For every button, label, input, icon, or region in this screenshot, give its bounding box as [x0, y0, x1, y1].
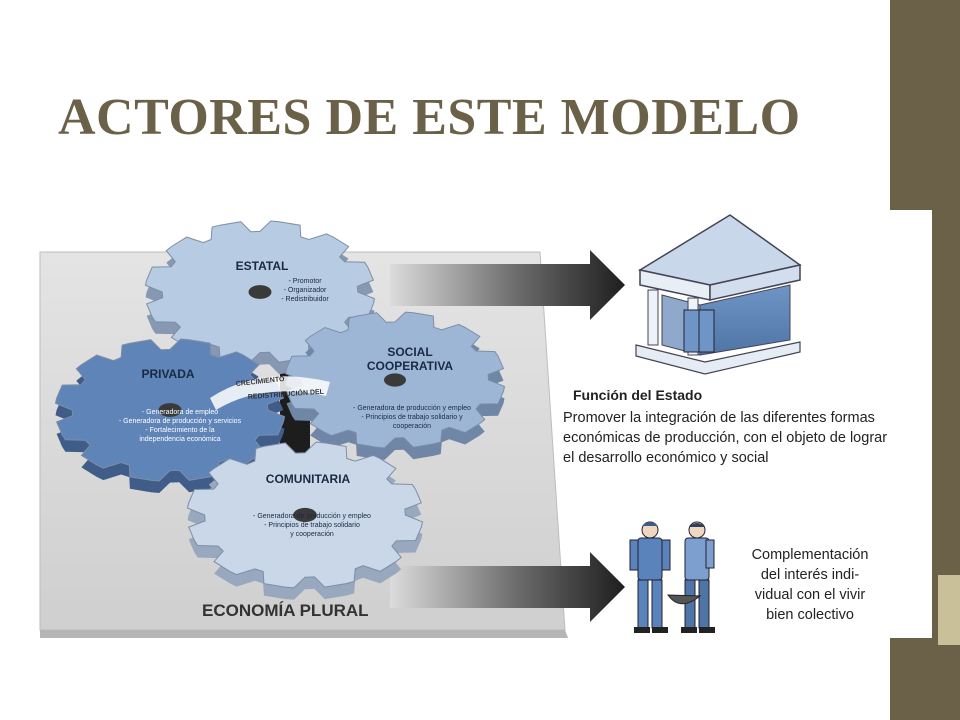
complementacion-line: del interés indi- [760, 567, 860, 583]
complementacion-text: Complementación del interés indi- vidual… [735, 545, 885, 625]
gear-title-social: SOCIAL [387, 345, 432, 359]
sidebar-accent [938, 575, 960, 645]
gear-role: - Generadora de producción y servicios [119, 418, 242, 425]
gear-hole [293, 507, 317, 523]
funcion-estado-text: Promover la integración de las diferente… [563, 410, 888, 466]
gear-icon [284, 311, 506, 460]
gear-role: - Principios de trabajo solidario y [361, 414, 463, 421]
footer-label: ECONOMÍA PLURAL [202, 601, 369, 620]
economia-plural-diagram: CRECIMIENTO REDISTRIBUCIÓN DEL ESTATAL -… [28, 210, 932, 638]
gear-role: independencia económica [139, 436, 220, 443]
arrow-right-icon [390, 250, 625, 320]
funcion-estado-heading: Función del Estado [573, 387, 703, 403]
gear-role: - Generadora de producción y empleo [353, 405, 471, 412]
slide-title: ACTORES DE ESTE MODELO [58, 89, 801, 146]
gear-title-estatal: ESTATAL [236, 259, 289, 273]
arrow-right-icon [390, 552, 625, 622]
complementacion-line: vidual con el vivir [754, 587, 866, 603]
gear-icon [186, 441, 424, 600]
gear-role: y cooperación [290, 531, 334, 538]
gear-title-social: COOPERATIVA [367, 359, 454, 373]
complementacion-line: Complementación [751, 547, 869, 563]
gear-role: - Redistribuidor [281, 296, 329, 303]
gear-role: - Promotor [288, 278, 322, 285]
gear-role: - Generadora de producción y empleo [253, 513, 371, 520]
gear-title-comunitaria: COMUNITARIA [266, 472, 351, 486]
gear-hole [384, 373, 406, 387]
building-icon [635, 214, 802, 375]
gear-hole [158, 403, 182, 417]
complementacion-line: bien colectivo [766, 607, 854, 623]
gear-role: cooperación [393, 423, 431, 430]
worker-icon [667, 521, 715, 633]
gear-title-privada: PRIVADA [141, 367, 194, 381]
gear-role: - Principios de trabajo solidario [264, 522, 360, 529]
gear-icon [54, 338, 286, 493]
worker-icon [629, 521, 671, 633]
gear-role: - Fortalecimiento de la [145, 427, 214, 434]
gear-hole [248, 285, 272, 299]
base-platform-edge [40, 630, 568, 638]
gear-role: - Generadora de empleo [142, 409, 218, 416]
gear-role: - Organizador [284, 287, 327, 294]
